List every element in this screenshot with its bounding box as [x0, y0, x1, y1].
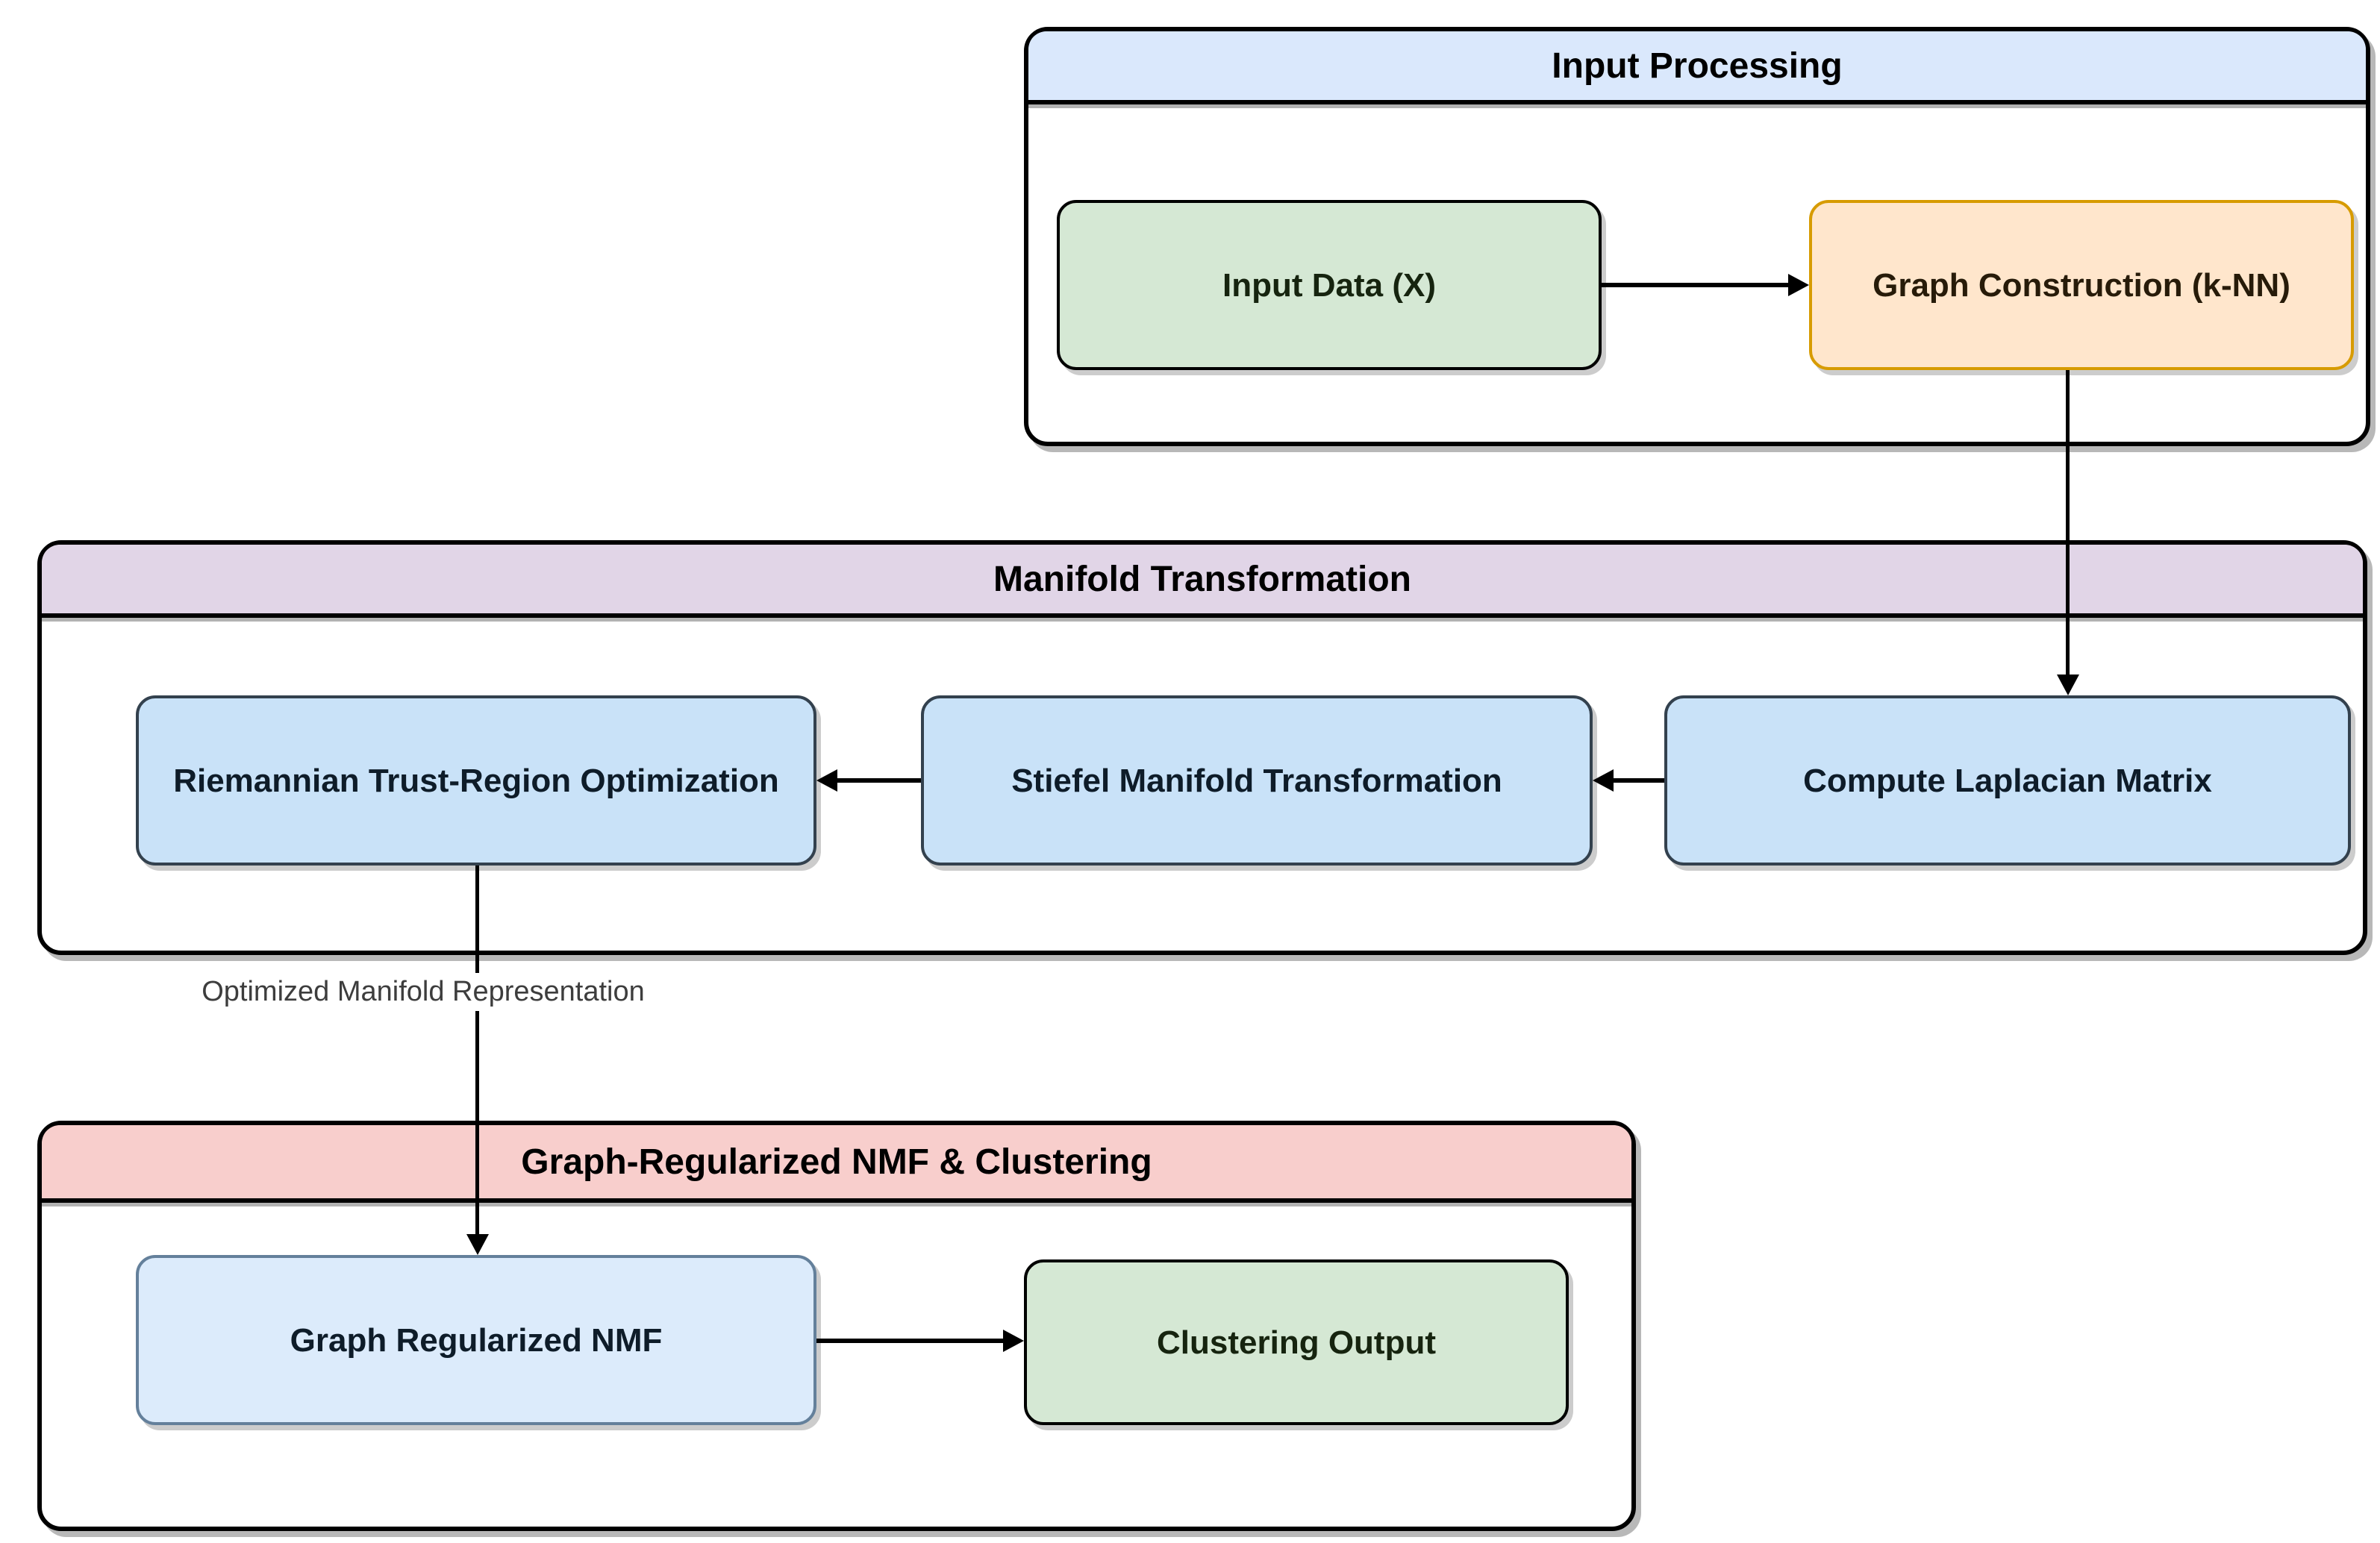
edge-stiefel-to-riemannian — [836, 778, 921, 783]
edge-graph-regularized-nmf-to-clustering-output — [816, 1339, 1005, 1343]
arrowhead-right-icon — [1788, 274, 1809, 296]
edge-input-data-to-graph-construction — [1602, 283, 1790, 287]
node-label-input-data: Input Data (X) — [1222, 266, 1436, 304]
node-label-compute-laplacian: Compute Laplacian Matrix — [1803, 762, 2212, 799]
arrowhead-down-icon — [2057, 675, 2079, 695]
arrowhead-left-icon — [1593, 769, 1614, 792]
node-label-graph-regularized-nmf: Graph Regularized NMF — [290, 1321, 663, 1359]
node-input-data: Input Data (X) — [1057, 200, 1602, 370]
edge-label-optimized-manifold-representation: Optimized Manifold Representation — [181, 973, 666, 1011]
node-graph-construction: Graph Construction (k-NN) — [1809, 200, 2354, 370]
node-label-graph-construction: Graph Construction (k-NN) — [1873, 266, 2290, 304]
container-header-nmf-clustering: Graph-Regularized NMF & Clustering — [42, 1125, 1631, 1203]
arrowhead-right-icon — [1003, 1330, 1024, 1352]
edge-graph-construction-to-compute-laplacian — [2066, 370, 2070, 676]
node-clustering-output: Clustering Output — [1024, 1259, 1569, 1425]
container-header-manifold-transformation: Manifold Transformation — [42, 545, 2363, 618]
node-graph-regularized-nmf: Graph Regularized NMF — [136, 1255, 816, 1425]
container-title-nmf-clustering: Graph-Regularized NMF & Clustering — [521, 1142, 1152, 1182]
edge-riemannian-to-graph-regularized-nmf — [475, 866, 479, 1234]
node-compute-laplacian: Compute Laplacian Matrix — [1664, 695, 2351, 866]
container-header-input-processing: Input Processing — [1028, 31, 2366, 104]
edge-compute-laplacian-to-stiefel — [1612, 778, 1664, 783]
node-label-stiefel-manifold: Stiefel Manifold Transformation — [1011, 762, 1502, 799]
node-riemannian-trust-region: Riemannian Trust-Region Optimization — [136, 695, 816, 866]
arrowhead-down-icon — [466, 1234, 489, 1255]
node-label-riemannian-trust-region: Riemannian Trust-Region Optimization — [173, 762, 779, 799]
container-title-manifold-transformation: Manifold Transformation — [993, 559, 1411, 599]
arrowhead-left-icon — [816, 769, 837, 792]
container-title-input-processing: Input Processing — [1552, 46, 1843, 86]
node-stiefel-manifold: Stiefel Manifold Transformation — [921, 695, 1593, 866]
node-label-clustering-output: Clustering Output — [1157, 1324, 1436, 1361]
